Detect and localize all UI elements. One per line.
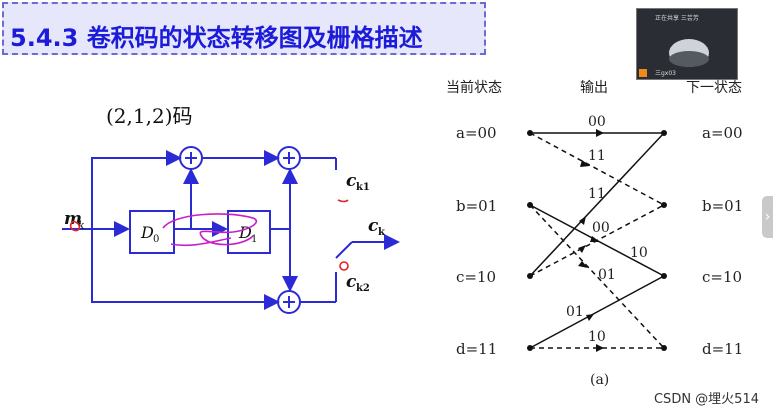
adder-top-left [179, 146, 203, 170]
branch-a-b [529, 132, 665, 206]
watermark: CSDN @埋火514 [653, 392, 759, 407]
adder-bottom [277, 290, 301, 314]
state-right-d: d=11 [702, 340, 743, 358]
state-right-c: c=10 [702, 268, 742, 286]
state-right-a: a=00 [702, 124, 743, 142]
out-sub: k [378, 227, 386, 238]
register-d0 [129, 210, 175, 254]
slide-title-box: 5.4.3 卷积码的状态转移图及栅格描述 [2, 2, 486, 55]
header-output: 输出 [580, 80, 608, 96]
code-label: (2,1,2)码 [106, 104, 193, 128]
branch-label-bd: 01 [598, 267, 616, 283]
header-next: 下一状态 [686, 80, 742, 96]
thumb-image-icon [669, 39, 709, 67]
state-left-d: d=11 [456, 340, 497, 358]
branch-label-bc: 10 [630, 245, 648, 261]
branch-d-c [529, 275, 665, 349]
reg1-sub: 1 [251, 234, 257, 245]
state-left-c: c=10 [456, 268, 496, 286]
state-left-b: b=01 [456, 197, 497, 215]
state-left-a: a=00 [456, 124, 497, 142]
branch-label-ca: 11 [588, 186, 606, 202]
thumb-user: 三gx03 [655, 70, 676, 77]
out1-label: c [346, 171, 357, 191]
out2-sub: k2 [356, 283, 370, 294]
mic-icon [639, 69, 647, 77]
branch-label-dd: 10 [588, 329, 606, 345]
header-current: 当前状态 [446, 79, 502, 96]
out-label: c [368, 216, 379, 236]
branch-label-cb: 00 [592, 220, 610, 236]
branch-label-dc: 01 [566, 304, 584, 320]
out1-sub: k1 [356, 182, 370, 193]
branch-c-a [529, 132, 665, 277]
reg0-sub: 0 [153, 234, 159, 245]
video-thumbnail[interactable]: 正在共享 三芸芳 三gx03 [636, 8, 738, 80]
slide-title: 5.4.3 卷积码的状态转移图及栅格描述 [10, 24, 423, 52]
branch-b-d [529, 204, 665, 349]
reg0-label: D [140, 223, 154, 242]
branch-label-aa: 00 [588, 114, 606, 130]
out2-label: c [346, 272, 357, 292]
thumb-title: 正在共享 三芸芳 [655, 15, 699, 22]
input-sub: k [78, 219, 85, 232]
adder-top-right [277, 146, 301, 170]
branch-label-ab: 11 [588, 148, 606, 164]
trellis-caption: (a) [590, 372, 609, 388]
next-slide-arrow-icon[interactable]: › [762, 196, 773, 238]
state-right-b: b=01 [702, 197, 743, 215]
